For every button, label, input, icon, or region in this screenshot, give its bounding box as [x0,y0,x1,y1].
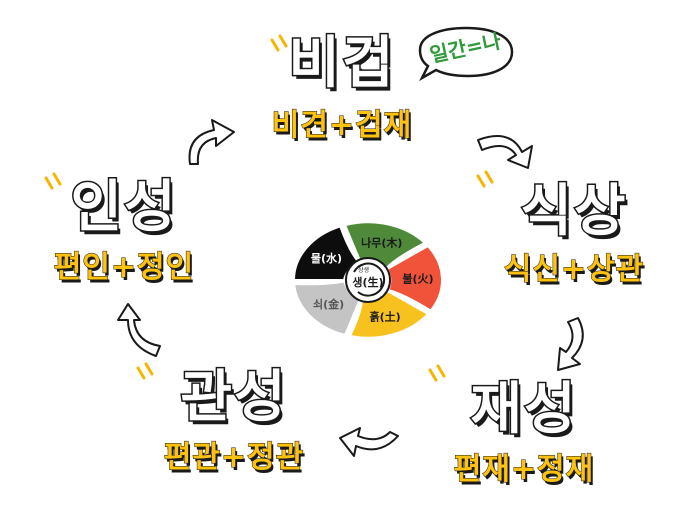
node-siksang: 식상 식신+상관 [460,179,688,288]
node-subtitle: 편인+정인 [53,250,195,286]
node-title: 비겁 [287,31,396,96]
arrow-siksang-to-jaeseong [557,317,584,371]
node-title: 식상 [519,179,628,244]
node-inseong: 인성 편인+정인 [10,175,238,286]
node-subtitle: 비견+겁재 [271,108,413,144]
five-elements-wheel: 상생 생(生) 나무(木) 불(火) 흙(土) 쇠(金) 물(水) [292,221,443,339]
node-subtitle: 식신+상관 [503,252,645,288]
arrow-bigeop-to-siksang [477,135,533,169]
wheel-segment-label: 흙(土) [370,310,401,324]
wheel-segment-label: 쇠(金) [313,297,344,311]
node-title: 인성 [69,175,178,240]
wheel-segment-label: 물(水) [311,251,342,265]
arrow-jaeseong-to-gwanseong [339,427,399,457]
node-subtitle: 편재+정재 [453,452,595,488]
node-title: 재성 [469,377,578,442]
arrow-inseong-to-bigeop [188,119,235,165]
wheel-segment-label: 나무(木) [361,236,402,250]
wheel-segment-label: 불(火) [402,273,433,286]
node-gwanseong: 관성 편관+정관 [120,365,348,476]
speech-bubble [418,26,514,82]
wheel-center-label: 생(生) [352,275,383,289]
arrow-gwanseong-to-inseong [117,303,161,357]
wheel-center-top: 상생 [358,266,369,274]
accent-ticks [44,34,494,382]
node-subtitle: 편관+정관 [163,440,305,476]
node-title: 관성 [179,365,288,430]
node-bigeop: 비겁 비견+겁재 [222,31,462,144]
node-jaeseong: 재성 편재+정재 [410,377,638,488]
cycle-icon [353,262,386,297]
